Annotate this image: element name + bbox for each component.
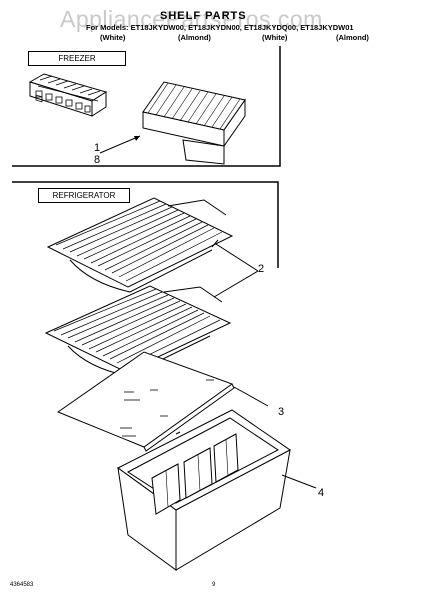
leader-2a (215, 243, 259, 272)
refrigerator-section-label: REFRIGERATOR (38, 188, 130, 203)
glass-shelf-drawing (56, 351, 235, 452)
lower-shelf-drawing (44, 285, 232, 377)
variant-label: (Almond) (178, 33, 211, 42)
callout-8: 8 (94, 154, 101, 166)
ice-tray-drawing (28, 73, 108, 117)
page-number: 9 (212, 582, 216, 588)
document-number: 4364583 (10, 582, 34, 588)
leader-1-8 (99, 135, 141, 154)
callout-4: 4 (318, 487, 325, 499)
callout-1: 1 (94, 142, 101, 154)
freezer-shelf-drawing (142, 81, 246, 165)
variant-label: (White) (262, 33, 288, 42)
freezer-section-label: FREEZER (28, 51, 126, 66)
freezer-frame (12, 46, 281, 167)
upper-shelf-drawing (46, 197, 234, 293)
variant-label: (White) (100, 33, 126, 42)
leader-3 (233, 386, 269, 407)
callout-2: 2 (258, 263, 265, 275)
crisper-drawer-drawing (117, 409, 291, 571)
refrigerator-frame (12, 181, 279, 268)
variant-label: (Almond) (336, 33, 369, 42)
watermark: AppliancePartsPros.com (60, 6, 323, 32)
leader-2b (213, 270, 259, 298)
leader-4 (281, 474, 317, 489)
callout-3: 3 (278, 406, 285, 418)
page-title: SHELF PARTS (160, 10, 247, 22)
model-list: For Models: ET18JKYDW00, ET18JKYDN00, ET… (86, 23, 354, 32)
